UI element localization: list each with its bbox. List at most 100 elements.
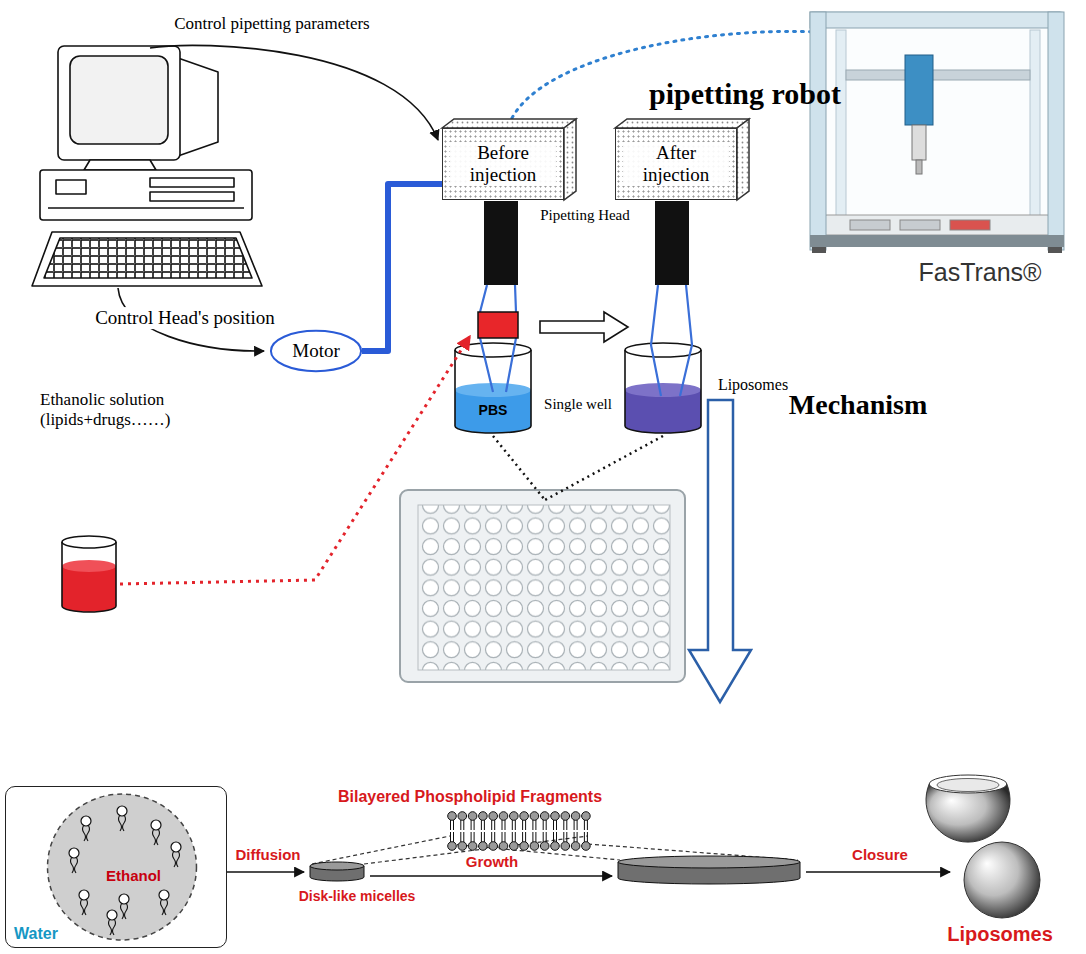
phospholipid-bilayer xyxy=(561,842,570,851)
phospholipid-bilayer xyxy=(571,812,580,821)
fastrans-robot-illustration xyxy=(836,30,846,218)
pipette-after xyxy=(651,201,692,396)
phospholipid-bilayer xyxy=(471,820,474,842)
lipid-molecules xyxy=(81,899,88,915)
fastrans-robot-illustration xyxy=(916,160,922,174)
phospholipid-bilayer xyxy=(499,842,508,851)
fastrans-robot-illustration xyxy=(810,12,826,250)
lipid-molecules xyxy=(71,857,78,873)
closing-vesicle xyxy=(937,779,999,792)
fastrans-robot-illustration xyxy=(1048,12,1064,250)
pipette-after xyxy=(651,285,692,396)
robot-title: pipetting robot xyxy=(649,77,841,112)
pipette-before xyxy=(484,201,518,285)
lipid-molecules xyxy=(161,899,168,915)
phospholipid-bilayer xyxy=(582,842,591,851)
lipid-molecules xyxy=(173,851,180,867)
box-depth-faces xyxy=(737,119,749,200)
fastrans-robot-illustration xyxy=(905,55,933,125)
lipid-molecules xyxy=(69,848,79,858)
computer-illustration xyxy=(44,238,252,278)
computer-illustration xyxy=(178,58,218,156)
phospholipid-bilayer xyxy=(520,842,529,851)
lipid-molecules xyxy=(81,816,91,826)
phospholipid-bilayer xyxy=(458,842,467,851)
ethanol-beaker xyxy=(62,536,116,548)
lipid-molecules xyxy=(69,806,181,935)
phospholipid-bilayer xyxy=(489,812,498,821)
phospholipid-bilayer xyxy=(448,812,457,821)
computer-illustration xyxy=(32,232,262,286)
motor-ellipse-outline xyxy=(271,331,361,371)
box-depth-faces xyxy=(442,119,749,200)
pipette-before xyxy=(478,201,518,392)
disk-micelle xyxy=(310,862,364,881)
phospholipid-bilayer xyxy=(479,812,488,821)
ethanol-beaker xyxy=(62,542,116,612)
phospholipid-bilayer xyxy=(448,842,457,851)
fastrans-robot-illustration xyxy=(810,12,1064,253)
well-content: PBS xyxy=(479,402,508,418)
phospholipid-bilayer xyxy=(564,820,567,842)
phospholipid-bilayer xyxy=(510,842,519,851)
stage-label: Diffusion xyxy=(233,846,304,863)
annotation: Control Head's position xyxy=(92,307,278,329)
drive-link xyxy=(362,184,442,351)
motor-ellipse-text: Motor xyxy=(292,340,340,362)
fastrans-robot-illustration xyxy=(1030,30,1040,218)
computer-illustration xyxy=(40,170,252,220)
phospholipid-bilayer xyxy=(582,812,591,821)
fastrans-robot-illustration xyxy=(950,220,990,230)
ethanol-beaker xyxy=(62,560,116,572)
product-label: Liposomes xyxy=(947,923,1053,946)
pipette-before xyxy=(478,312,518,338)
computer-illustration xyxy=(32,46,262,286)
phospholipid-bilayer xyxy=(551,842,560,851)
part-name: Pipetting Head xyxy=(540,207,630,224)
disk-micelle xyxy=(310,862,364,870)
lipid-molecules xyxy=(83,825,90,841)
phospholipid-bilayer xyxy=(492,820,495,842)
phospholipid-bilayer xyxy=(451,820,454,842)
phospholipid-bilayer xyxy=(554,820,557,842)
large-disk xyxy=(618,856,800,868)
water-frame: WaterEthanol xyxy=(5,786,227,948)
control-box: After injection xyxy=(615,128,737,200)
lipid-molecules xyxy=(119,815,126,831)
computer-illustration xyxy=(56,180,86,194)
injection-dotted-arrow xyxy=(120,336,470,584)
phospholipid-bilayer xyxy=(502,820,505,842)
lipid-molecules xyxy=(151,820,161,830)
lipid-molecules xyxy=(121,903,128,919)
well-content: Liposomes xyxy=(718,376,788,394)
fastrans-robot-illustration xyxy=(810,12,1060,28)
liposome-well xyxy=(625,350,701,433)
phospholipid-bilayer xyxy=(520,812,529,821)
section-heading: Mechanism xyxy=(789,389,927,421)
phospholipid-bilayer xyxy=(540,812,549,821)
box-depth-faces xyxy=(442,119,576,128)
closing-vesicle xyxy=(926,775,1010,842)
phospholipid-bilayer xyxy=(571,842,580,851)
mechanism-arrows xyxy=(806,871,950,873)
part-name: Single well xyxy=(541,396,615,413)
well-plate-photo xyxy=(418,505,670,670)
stage-label: Disk-like micelles xyxy=(299,888,416,904)
well-leader-dotted xyxy=(493,436,663,500)
control-box: Before injection xyxy=(442,128,564,200)
mechanism-arrows xyxy=(370,875,612,877)
stage-label: Closure xyxy=(852,846,908,863)
stage-label: Growth xyxy=(463,853,522,870)
control-box-text: After injection xyxy=(623,142,729,186)
closing-vesicle xyxy=(929,775,1007,793)
phospholipid-bilayer xyxy=(533,820,536,842)
fastrans-robot-illustration xyxy=(812,247,826,253)
phospholipid-bilayer xyxy=(479,842,488,851)
lipid-molecules xyxy=(117,806,127,816)
fastrans-robot-illustration xyxy=(815,215,1060,235)
fastrans-robot-illustration xyxy=(850,220,890,230)
computer-illustration xyxy=(70,56,168,144)
product-name: FasTrans® xyxy=(918,258,1041,287)
lipid-molecules xyxy=(107,910,117,920)
